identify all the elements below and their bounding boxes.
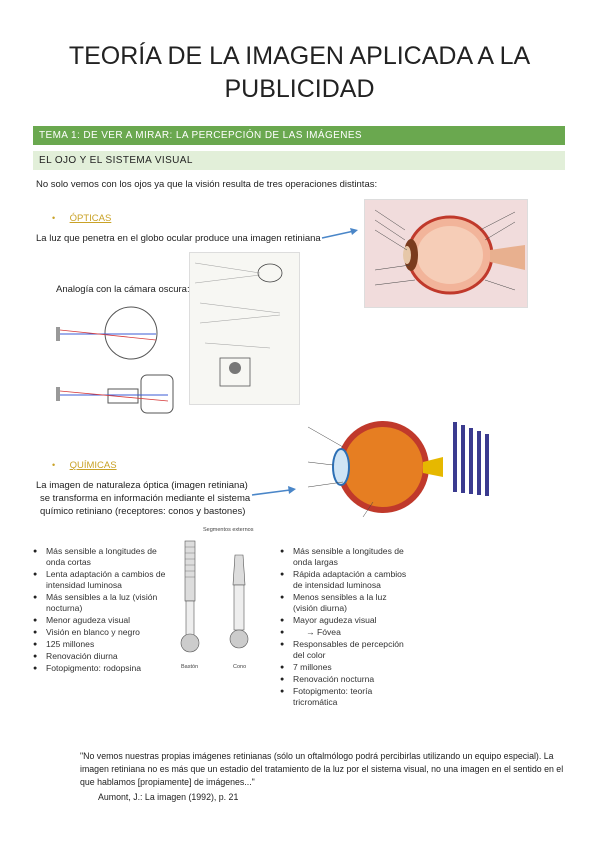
arrow-icon <box>321 228 358 239</box>
optics-bullet: • ÓPTICAS <box>52 208 111 226</box>
subsection-title: EL OJO Y EL SISTEMA VISUAL <box>33 151 565 170</box>
list-item: Fotopigmento: rodopsina <box>33 663 173 674</box>
retina-figure <box>303 407 506 525</box>
chemical-text: La imagen de naturaleza óptica (imagen r… <box>36 479 276 518</box>
list-item: 125 millones <box>33 639 173 650</box>
camera-obscura-diagram <box>36 303 178 433</box>
cones-characteristics: Más sensible a longitudes de onda largas… <box>280 546 410 709</box>
cone-label: Cono <box>233 664 247 670</box>
quote-citation: Aumont, J.: La imagen (1992), p. 21 <box>98 792 239 802</box>
intro-text: No solo vemos con los ojos ya que la vis… <box>36 179 378 190</box>
list-item: Visión en blanco y negro <box>33 627 173 638</box>
chemical-heading: QUÍMICAS <box>69 460 117 471</box>
list-item: Mayor agudeza visual <box>280 615 410 626</box>
chemical-text-line-1: La imagen de naturaleza óptica (imagen r… <box>36 480 248 491</box>
optics-text: La luz que penetra en el globo ocular pr… <box>36 233 321 244</box>
list-item: 7 millones <box>280 662 410 673</box>
bullet-dot-icon: • <box>52 213 56 223</box>
document-title: TEORÍA DE LA IMAGEN APLICADA A LA PUBLIC… <box>68 42 531 103</box>
historical-engraving-figure <box>189 252 300 405</box>
list-item: Renovación diurna <box>33 651 173 662</box>
section-title: TEMA 1: DE VER A MIRAR: LA PERCEPCIÓN DE… <box>33 126 565 145</box>
list-item: → Fóvea <box>280 627 410 638</box>
list-item: Más sensible a longitudes de onda largas <box>280 546 410 568</box>
optics-heading: ÓPTICAS <box>69 213 112 224</box>
camera-analogy-text: Analogía con la cámara oscura: <box>56 284 190 295</box>
list-item: Lenta adaptación a cambios de intensidad… <box>33 569 173 591</box>
rod-label: Bastón <box>181 664 199 670</box>
list-item: Menos sensibles a la luz (visión diurna) <box>280 592 410 614</box>
rod-cone-figure: Segmentos externos Bastón Cono <box>173 527 273 675</box>
rods-characteristics: Más sensible a longitudes de onda cortas… <box>33 546 173 675</box>
chemical-text-line-3: químico retiniano (receptores: conos y b… <box>40 506 246 517</box>
list-item: Fotopigmento: teoría tricromática <box>280 686 410 708</box>
eye-anatomy-figure <box>364 199 528 308</box>
chemical-text-line-2: se transforma en información mediante el… <box>40 493 251 504</box>
chemical-bullet: • QUÍMICAS <box>52 455 117 473</box>
list-item: Más sensible a longitudes de onda cortas <box>33 546 173 568</box>
quote-text: "No vemos nuestras propias imágenes reti… <box>80 751 564 787</box>
list-item: Menor agudeza visual <box>33 615 173 626</box>
list-item: Responsables de percepción del color <box>280 639 410 661</box>
list-item: Renovación nocturna <box>280 674 410 685</box>
list-item: Rápida adaptación a cambios de intensida… <box>280 569 410 591</box>
list-item: Más sensibles a la luz (visión nocturna) <box>33 592 173 614</box>
bullet-dot-icon: • <box>52 460 56 470</box>
arrow-icon <box>251 486 296 496</box>
receptor-top-label: Segmentos externos <box>203 527 254 533</box>
